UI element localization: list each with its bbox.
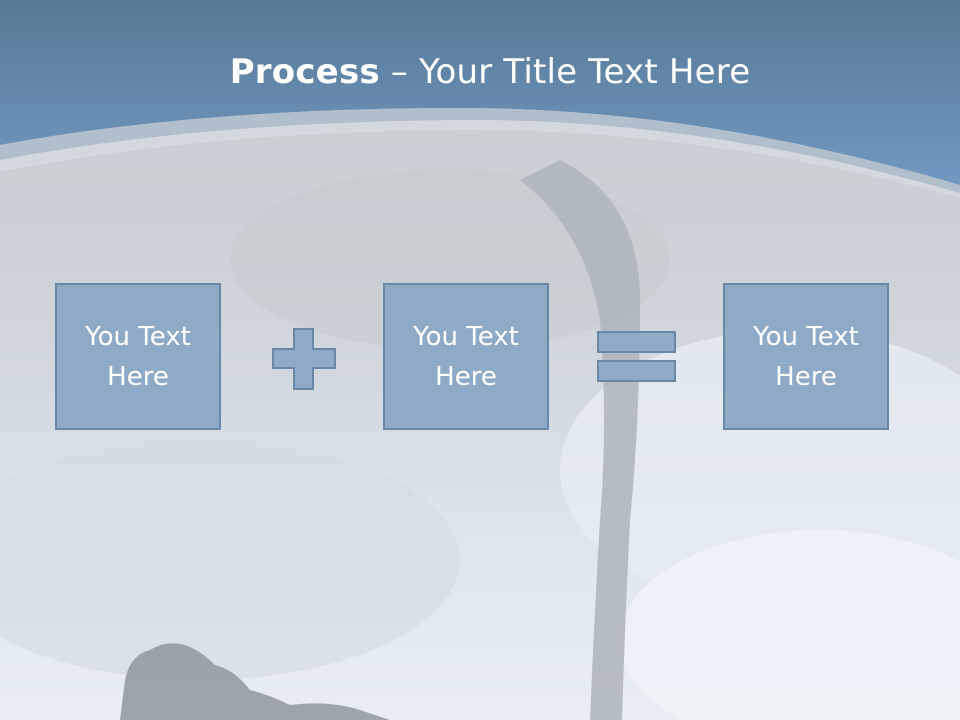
process-box-1-label: You Text Here (85, 321, 191, 392)
equals-icon (597, 331, 676, 382)
process-box-3[interactable]: You Text Here (723, 283, 889, 430)
process-box-3-label: You Text Here (753, 321, 859, 392)
process-box-1[interactable]: You Text Here (55, 283, 221, 430)
plus-icon (272, 328, 336, 390)
title-bold: Process (229, 52, 380, 92)
process-box-2-label: You Text Here (413, 321, 519, 392)
title-rest: – Your Title Text Here (379, 52, 751, 92)
process-box-2[interactable]: You Text Here (383, 283, 549, 430)
slide-title: Process – Your Title Text Here (0, 52, 960, 92)
